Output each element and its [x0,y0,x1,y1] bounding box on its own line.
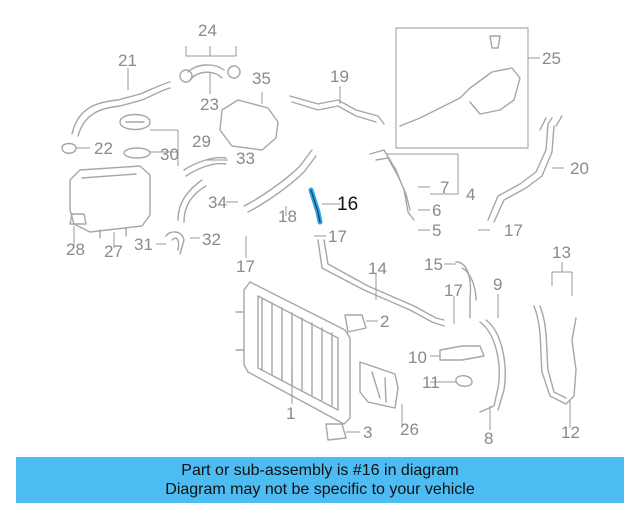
callout-13: 13 [552,243,571,262]
callout-2: 2 [380,312,390,331]
hose-part-8 [479,319,506,413]
pipe-part-14 [317,239,445,327]
banner-line-2: Diagram may not be specific to your vehi… [165,481,475,498]
callout-17-center: 17 [328,227,347,246]
hose-part-20 [487,117,555,223]
callout-35: 35 [252,69,271,88]
bottle-part [69,213,87,225]
hose-part-33 [183,156,227,177]
o-ring-part [123,147,151,159]
callout-8: 8 [484,429,494,448]
callout-11: 11 [422,373,440,392]
callout-33: 33 [236,149,255,168]
callout-7: 7 [440,178,450,197]
callout-1: 1 [286,404,296,423]
callout-32: 32 [202,230,221,249]
callout-9: 9 [493,275,503,294]
callout-23: 23 [200,95,219,114]
hose-part-15 [455,261,477,319]
pipe-part-19 [289,95,385,125]
hose-part-11 [455,375,473,387]
thermostat-housing-box [395,27,529,149]
hose-part-10 [439,345,485,361]
callout-4: 4 [466,185,476,204]
hose-part-23 [187,64,225,81]
callout-12: 12 [561,423,580,442]
callout-24: 24 [198,21,217,40]
pipe-assembly-part-4 [369,149,415,221]
clamp-part-22 [61,142,77,154]
callout-34: 34 [208,193,227,212]
pipe-part-18 [243,149,317,213]
callout-26: 26 [400,420,419,439]
callout-16-highlighted: 16 [337,194,359,215]
callout-31: 31 [134,235,153,254]
callout-28: 28 [66,240,85,259]
callout-30: 30 [160,145,179,164]
callout-25: 25 [542,49,561,68]
hose-part-31 [165,231,185,255]
callout-15: 15 [424,255,443,274]
radiator-part [235,281,351,425]
callout-29: 29 [192,132,211,151]
callout-18: 18 [278,207,297,226]
callout-17-left: 17 [236,257,255,276]
callout-10: 10 [408,348,427,367]
callout-27: 27 [104,242,123,261]
banner-line-1: Part or sub-assembly is #16 in diagram [181,462,459,479]
exploded-parts-diagram [61,27,577,441]
hose-part-34 [177,179,207,223]
callout-19: 19 [330,67,349,86]
callout-21: 21 [118,51,137,70]
bracket-part [359,361,399,409]
callout-17-mid: 17 [444,281,463,300]
hose-part-12 [533,305,577,405]
callout-22: 22 [94,139,113,158]
callout-17-right: 17 [504,221,523,240]
callout-20: 20 [570,159,589,178]
mount-part-3 [325,423,347,441]
mount-part-2 [344,314,367,333]
coolant-reservoir-part [69,165,151,239]
callout-14: 14 [368,259,387,278]
callout-5: 5 [432,221,442,240]
expansion-tank-part [219,99,279,151]
callout-6: 6 [432,201,442,220]
hose-part-21 [71,81,171,135]
cap-part [119,113,151,131]
callout-3: 3 [363,423,373,442]
info-banner: Part or sub-assembly is #16 in diagram D… [16,457,624,503]
